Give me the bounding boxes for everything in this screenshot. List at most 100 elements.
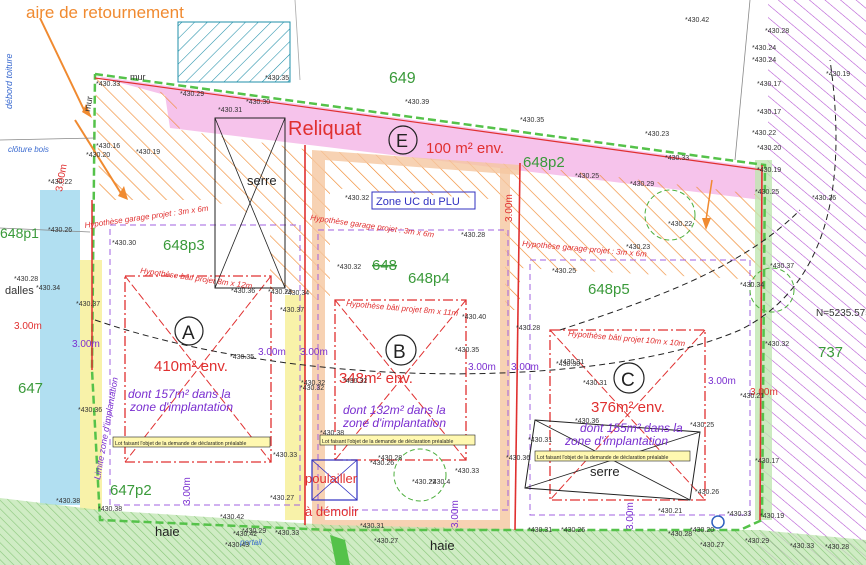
spot-elevation: *430.32 (301, 380, 325, 387)
parcel-648: 648 (372, 257, 397, 274)
reliquat-title: Reliquat (288, 118, 362, 140)
setback-6: 3.00m (468, 362, 496, 373)
spot-elevation: *430.25 (755, 189, 779, 196)
spot-elevation: *430.33 (727, 511, 751, 518)
lot-b-area: 348m² env. (339, 370, 413, 387)
spot-elevation: *430.20 (690, 527, 714, 534)
spot-elevation: *430.38 (320, 430, 344, 437)
spot-elevation: *430.23 (645, 131, 669, 138)
chicken-coop-box (311, 459, 358, 501)
setback-10: 3.00m (450, 500, 461, 528)
spot-elevation: *430.28 (516, 325, 540, 332)
reliquat-area: 100 m² env. (426, 140, 504, 157)
shed-left-label: serre (247, 173, 277, 188)
tree-1 (393, 448, 447, 502)
spot-elevation: *430.24 (752, 45, 776, 52)
diag-b2 (334, 299, 467, 461)
arrow-head-3 (702, 218, 711, 230)
lot-a-area: 410m² env. (154, 358, 228, 375)
lot-b-note-box (319, 434, 476, 446)
spot-elevation: *430.17 (757, 109, 781, 116)
spot-elevation: *430.32 (345, 195, 369, 202)
spot-elevation: *430.39 (405, 99, 429, 106)
hyp-garage-1: Hypothèse garage projet : 3m x 6m (84, 204, 209, 230)
lot-b-impl2: zone d'implantation (342, 416, 446, 430)
reliquat-letter: E (396, 131, 408, 151)
label-fence: clôture bois (8, 145, 49, 154)
lot-a-note: Lot faisant l'objet de la demande de déc… (115, 441, 246, 447)
lot-line-bc (514, 162, 521, 531)
spot-elevation: *430.22 (668, 221, 692, 228)
spot-elevation: *430.28 (378, 455, 402, 462)
lot-a-impl1: dont 157m² dans la (128, 387, 231, 401)
access-path (94, 59, 837, 375)
spot-elevation: *430.42 (685, 17, 709, 24)
spot-elevation: *430.32 (337, 264, 361, 271)
spot-elevation: *430.31 (560, 359, 584, 366)
label-roof: débord toiture (4, 53, 14, 109)
lot-b-impl1: dont 132m² dans la (343, 403, 446, 417)
spot-elevation: *430.24 (752, 57, 776, 64)
lot-a: A 410m² env. dont 157m² dans la zone d'i… (112, 316, 271, 448)
arrow-3 (705, 179, 713, 221)
green-strip-right (755, 160, 772, 520)
spot-elevation: *430.36 (78, 407, 102, 414)
lot-b-letter: B (393, 342, 406, 363)
spot-elevation: *430.33 (273, 452, 297, 459)
hedge-strip (0, 498, 866, 565)
spot-elevation: *430.35 (265, 75, 289, 82)
shed-left (214, 117, 286, 289)
spot-elevation: *430.26 (370, 460, 394, 467)
spot-elevation: *430.28 (14, 276, 38, 283)
spot-elevation: *430.19 (757, 167, 781, 174)
spot-elevation: *430.38 (98, 506, 122, 513)
parcel-647p2: 647p2 (110, 482, 152, 499)
access-path-2 (559, 209, 801, 331)
hatch-zone-right (520, 165, 762, 280)
reliquat-band (95, 76, 762, 200)
parcel-648p4: 648p4 (408, 270, 450, 287)
lot-c-impl2: zone d'implantation (564, 434, 668, 448)
spot-elevation: *430.34 (36, 285, 60, 292)
spot-elevation: *430.27 (0, 0, 24, 2)
spot-elevation: *430.35 (230, 354, 254, 361)
zone-limit-b (317, 229, 509, 511)
spot-elevation: *430.28 (668, 531, 692, 538)
spot-elevation: *430.33 (96, 81, 120, 88)
blue-strip (40, 190, 80, 505)
spot-elevation: *430.22 (48, 179, 72, 186)
lot-c-circle (613, 362, 645, 394)
spot-elevation: *430.28 (461, 232, 485, 239)
spot-elevation: *430.33 (275, 530, 299, 537)
spot-elevation: *430.26 (561, 527, 585, 534)
spot-elevation: *430.27 (374, 538, 398, 545)
setback-5: 3.00m (300, 347, 328, 358)
spot-elevation: *430.42 (233, 531, 257, 538)
spot-elevation: *430.17 (755, 458, 779, 465)
parcel-737: 737 (818, 344, 843, 361)
salmon-band-b2 (500, 168, 510, 530)
setback-13: 3.00m (750, 387, 778, 398)
setback-7: 3.00m (511, 362, 539, 373)
spot-elevation: *430.31 (360, 523, 384, 530)
label-turnaround: aire de retournement (26, 3, 184, 22)
parcel-648p2: 648p2 (523, 154, 565, 171)
spot-elevation: *430.30 (112, 240, 136, 247)
lot-c-letter: C (621, 370, 635, 391)
label-wall: mur (130, 72, 146, 82)
grey-line-4 (734, 0, 751, 161)
spot-elevation: *430.32 (300, 385, 324, 392)
diag-a1 (124, 275, 272, 463)
lot-c: C 376m² env. dont 155m² dans la zone d'i… (534, 362, 691, 462)
spot-elevation: *430.26 (695, 489, 719, 496)
lot-c-note-box (534, 450, 691, 462)
dalles-label: dalles (5, 285, 34, 297)
spot-elevation: *430.21 (740, 393, 764, 400)
spot-elevation: *430.42 (220, 514, 244, 521)
lot-a-note-box (112, 436, 271, 448)
parcel-648p5: 648p5 (588, 281, 630, 298)
hedge-left: haie (155, 524, 180, 539)
impl-zone-b (334, 299, 467, 461)
spot-elevation: *430.33 (790, 543, 814, 550)
